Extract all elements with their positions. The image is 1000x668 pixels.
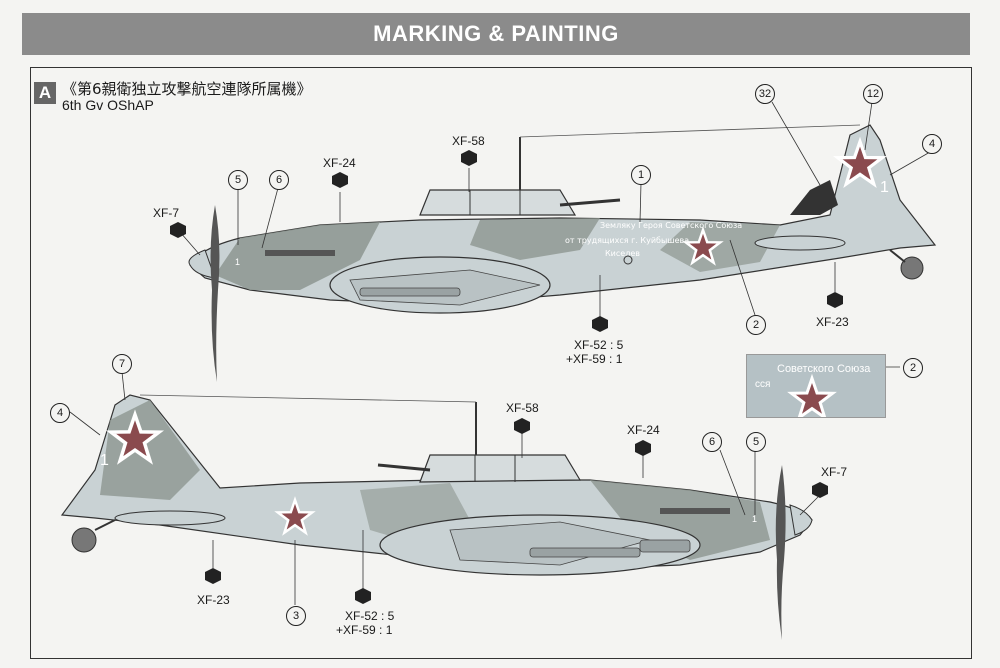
label-xf7-bottom: XF-7 (821, 465, 848, 479)
bottom-camo-tail (100, 400, 200, 500)
label-xf23-top: XF-23 (816, 315, 849, 329)
ref-12-top: 12 (863, 84, 883, 104)
ref-5-top: 5 (228, 170, 248, 190)
bottom-rear-gun (377, 463, 431, 472)
ref-7-bottom: 7 (112, 354, 132, 374)
detail-inset: Советского Союза сся (746, 354, 886, 418)
ref-2-top: 2 (746, 315, 766, 335)
svg-text:Киселев: Киселев (605, 249, 640, 258)
top-eagle-emblem (790, 180, 838, 215)
svg-text:от трудящихся г. Куйбышева: от трудящихся г. Куйбышева (565, 236, 689, 245)
inset-text-1: Советского Союза (777, 363, 871, 375)
top-propeller (210, 205, 220, 382)
top-bomb (359, 287, 461, 297)
svg-text:1: 1 (235, 257, 240, 267)
top-aircraft: 1 Земляку Героя Советского Союза от труд… (188, 124, 937, 382)
svg-text:Земляку Героя Советского Союза: Земляку Героя Советского Союза (600, 221, 742, 230)
section-title-en: 6th Gv OShAP (62, 97, 154, 113)
inset-text-2: сся (755, 379, 771, 390)
label-xf52-bottom: XF-52 : 5 (345, 609, 395, 623)
bottom-bomb (529, 547, 641, 558)
svg-text:1: 1 (100, 452, 109, 469)
ref-1-top: 1 (631, 165, 651, 185)
ref-6-top: 6 (269, 170, 289, 190)
bottom-exhaust (660, 508, 730, 514)
bottom-camo-front (590, 480, 770, 560)
label-xf52-top: XF-52 : 5 (574, 338, 624, 352)
ref-6-bottom: 6 (702, 432, 722, 452)
label-xf58-bottom: XF-58 (506, 401, 539, 415)
bottom-canopy (419, 454, 582, 483)
label-xf7-top: XF-7 (153, 206, 180, 220)
label-xf23-bottom: XF-23 (197, 593, 230, 607)
label-xf24-top: XF-24 (323, 156, 356, 170)
svg-text:1: 1 (752, 514, 757, 524)
ref-4-bottom: 4 (50, 403, 70, 423)
ref-2-inset: 2 (903, 358, 923, 378)
svg-text:1: 1 (880, 179, 889, 196)
ref-3-bottom: 3 (286, 606, 306, 626)
label-xf59-top: +XF-59 : 1 (566, 352, 623, 366)
section-title-jp: 《第6親衛独立攻撃航空連隊所属機》 (62, 80, 312, 98)
top-rear-gun (559, 198, 621, 207)
ref-4-top: 4 (922, 134, 942, 154)
label-xf59-bottom: +XF-59 : 1 (336, 623, 393, 637)
top-tailwheel (900, 256, 924, 280)
ref-32-top: 32 (755, 84, 775, 104)
bottom-tailwheel (71, 527, 97, 553)
section-frame (30, 67, 972, 659)
top-camo-rear (660, 222, 780, 272)
page-header: MARKING & PAINTING (22, 13, 970, 55)
top-camo-mid (470, 218, 600, 260)
ref-5-bottom: 5 (746, 432, 766, 452)
section-badge: A (34, 82, 56, 104)
top-canopy (419, 189, 577, 216)
bottom-propeller (775, 465, 786, 640)
label-xf24-bottom: XF-24 (627, 423, 660, 437)
inset-star (789, 376, 835, 417)
top-exhaust (265, 250, 335, 256)
header-title: MARKING & PAINTING (373, 21, 619, 46)
label-xf58-top: XF-58 (452, 134, 485, 148)
bottom-aircraft: 1 1 (60, 394, 813, 640)
